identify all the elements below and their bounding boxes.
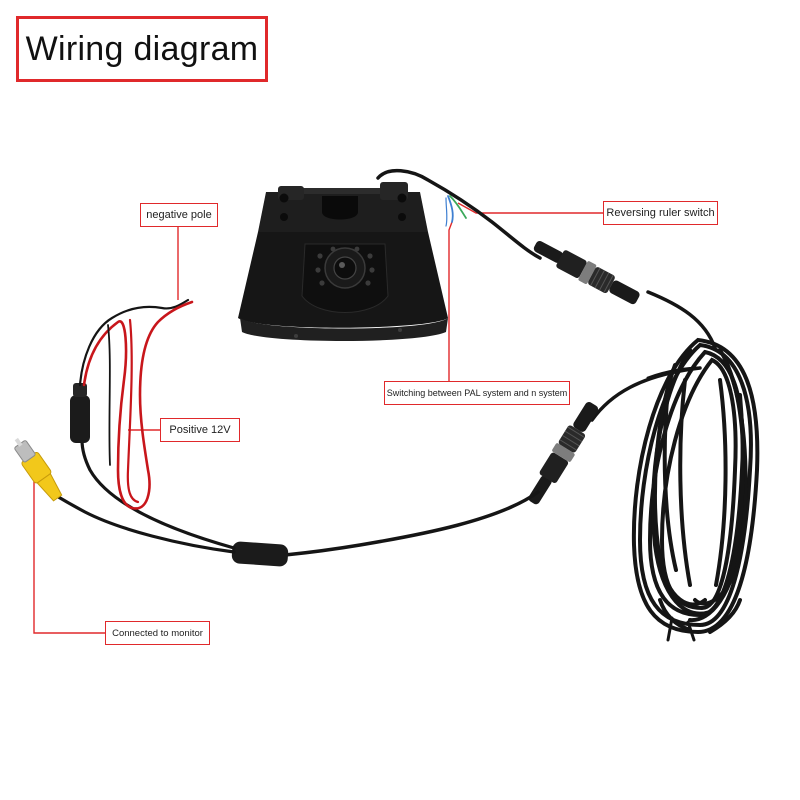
coiled-cable-icon: [631, 337, 760, 635]
cable-coil-to-camera: [646, 290, 717, 350]
aviation-connector-icon: [528, 402, 599, 505]
aviation-connector-icon: [533, 241, 640, 305]
backup-camera-icon: [238, 182, 448, 341]
callout-connected-monitor: Connected to monitor: [105, 621, 210, 645]
cable-coil-to-lower-connector: [590, 366, 702, 422]
power-inline-plug-icon: [70, 383, 90, 443]
callout-leader-lines: [33, 202, 603, 634]
page-title: Wiring diagram: [25, 29, 259, 68]
power-leads: [78, 298, 194, 510]
rca-plug-icon: [14, 437, 63, 502]
callout-connected-monitor-text: Connected to monitor: [112, 627, 203, 639]
main-video-cable: [283, 490, 540, 557]
power-branch: [80, 438, 236, 550]
callout-positive-12v-text: Positive 12V: [169, 424, 231, 436]
splitter-junction: [231, 541, 289, 567]
callout-pal-switch: Switching between PAL system and n syste…: [384, 381, 570, 405]
title-box: Wiring diagram: [16, 16, 268, 82]
callout-negative-pole-text: negative pole: [146, 209, 212, 221]
leader-reversing-switch: [457, 202, 603, 214]
callout-pal-switch-text: Switching between PAL system and n syste…: [386, 388, 568, 398]
callout-negative-pole: negative pole: [140, 203, 218, 227]
callout-positive-12v: Positive 12V: [160, 418, 240, 442]
leader-monitor: [33, 480, 105, 634]
callout-reversing-switch-text: Reversing ruler switch: [606, 207, 715, 219]
callout-reversing-switch: Reversing ruler switch: [603, 201, 718, 225]
camera-pigtail: [376, 168, 542, 260]
rca-branch: [53, 493, 236, 554]
leader-pal-switch: [448, 221, 453, 381]
